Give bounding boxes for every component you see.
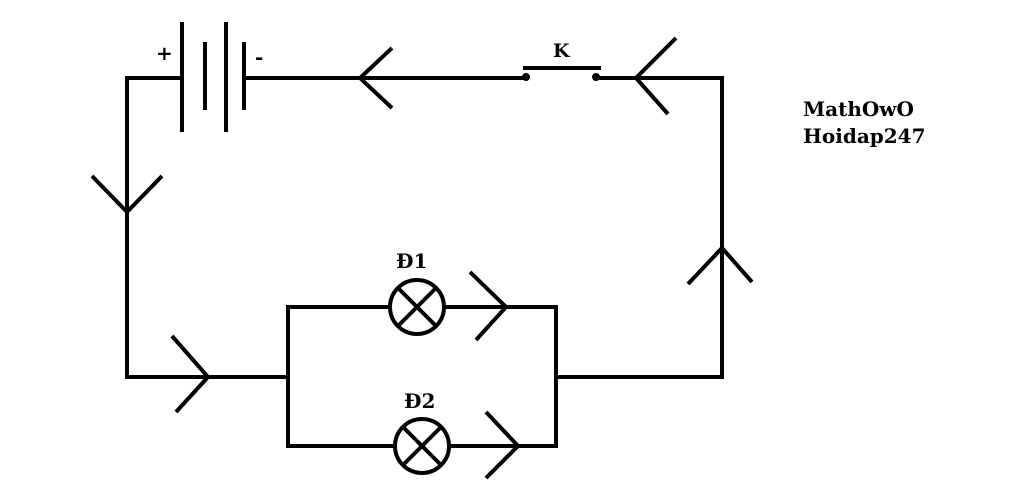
switch-terminal-right xyxy=(592,73,600,81)
switch-terminal-left xyxy=(522,73,530,81)
lamp-d2-cross-b xyxy=(401,425,443,467)
arrow-lamp-d1-right xyxy=(468,270,509,342)
watermark: MathOwO Hoidap247 xyxy=(803,96,926,150)
lamp-d1-label: Đ1 xyxy=(396,249,427,273)
arrow-left-side-down xyxy=(90,174,164,215)
lamp-d1-cross-b xyxy=(396,286,438,328)
lamp-d2-label: Đ2 xyxy=(404,389,435,413)
wire-parallel-bottom xyxy=(286,377,395,448)
arrow-right-top-wire xyxy=(633,36,678,116)
wire-right-branch xyxy=(556,76,724,379)
wire-parallel-top xyxy=(286,305,390,377)
arrow-bottom-left-right xyxy=(170,334,211,414)
arrow-lamp-d2-right xyxy=(484,410,521,480)
watermark-line-2: Hoidap247 xyxy=(803,124,926,148)
arrow-right-side-up xyxy=(686,245,754,286)
switch-k: K xyxy=(522,40,601,81)
lamp-d1: Đ1 xyxy=(388,249,446,336)
lamp-d2: Đ2 xyxy=(393,389,451,475)
wire-left-branch xyxy=(125,76,288,379)
battery-negative-sign: - xyxy=(255,45,263,69)
arrow-left-top-wire xyxy=(357,46,394,110)
switch-label: K xyxy=(553,40,571,62)
current-arrows xyxy=(90,36,754,480)
battery: + - xyxy=(156,22,263,132)
wire-parallel-bottom-right xyxy=(449,377,558,448)
watermark-line-1: MathOwO xyxy=(803,97,914,121)
wire-parallel-top-right xyxy=(444,305,558,377)
battery-positive-sign: + xyxy=(156,41,173,65)
